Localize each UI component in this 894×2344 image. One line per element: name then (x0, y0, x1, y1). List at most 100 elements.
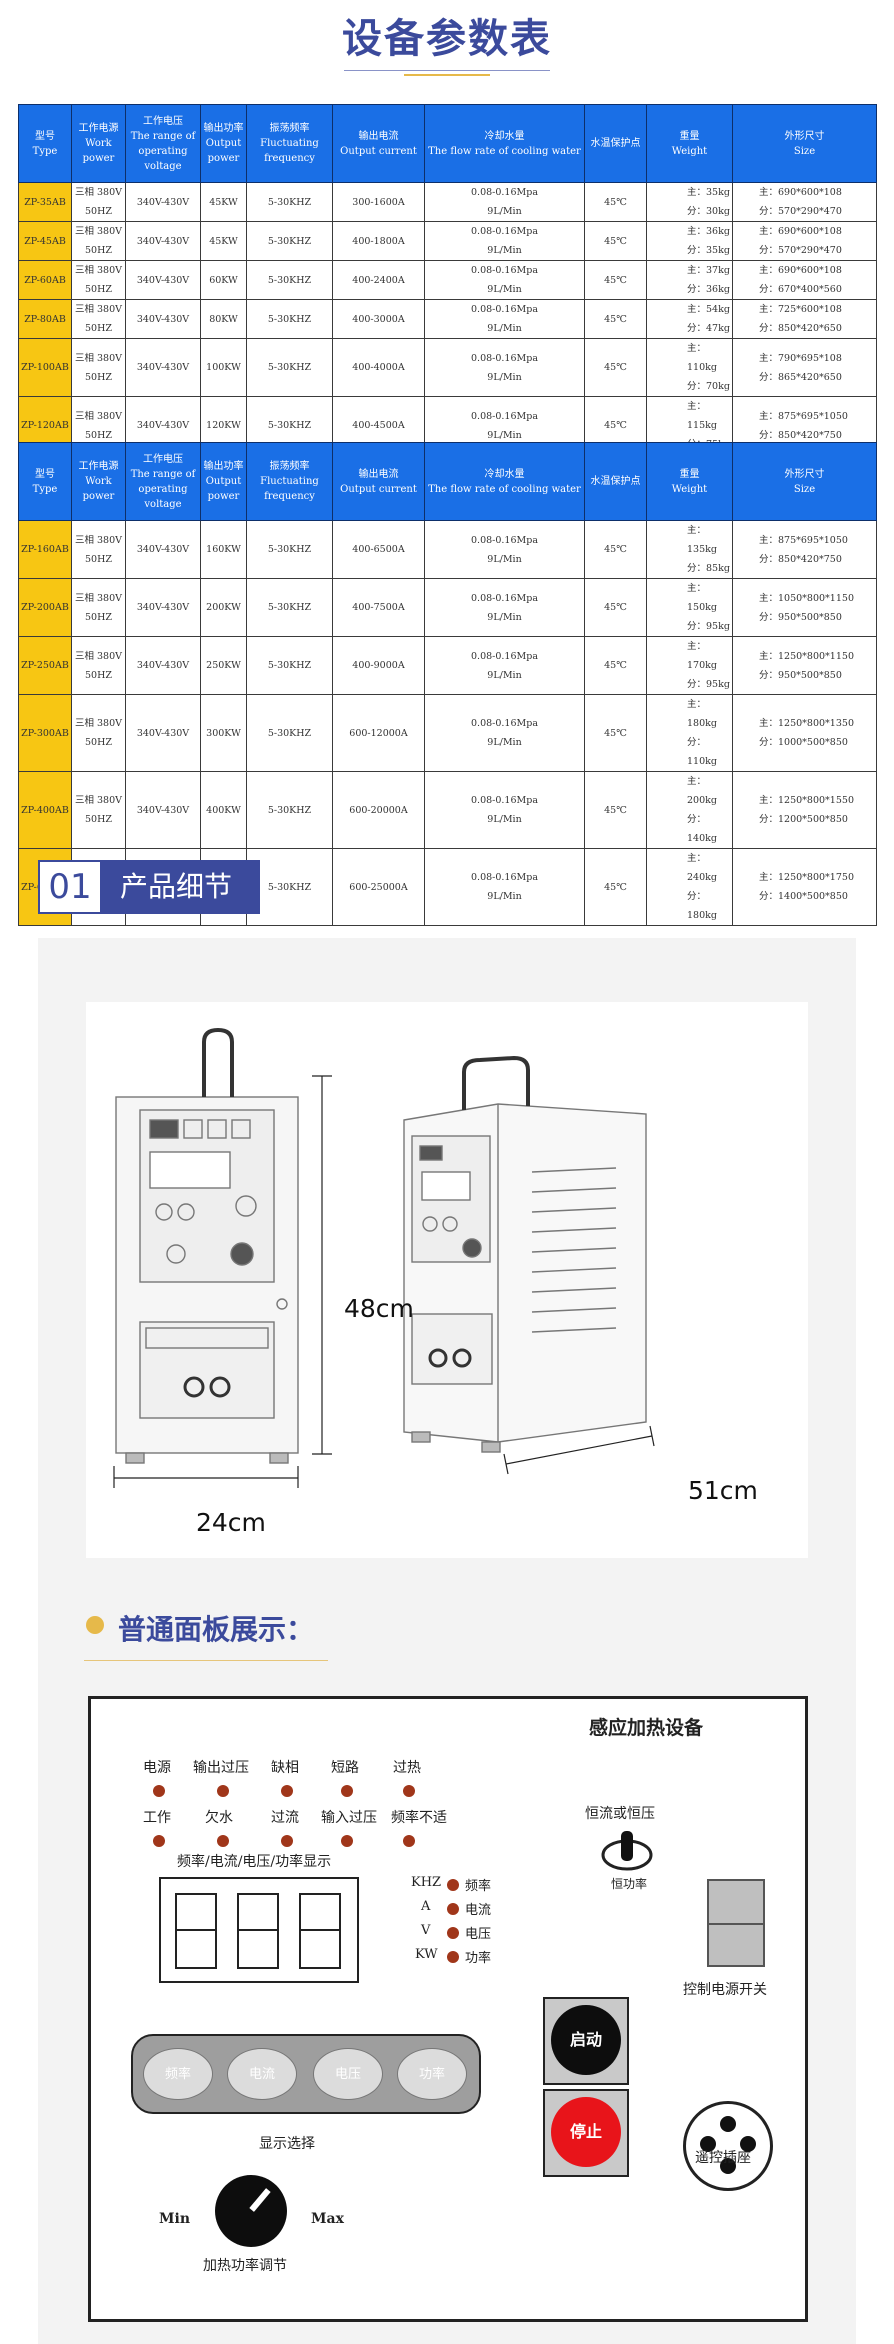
mode-knob-icon[interactable] (599, 1829, 659, 1873)
temp-cell: 45℃ (584, 578, 647, 637)
power-cell-line: 三相 380V (74, 187, 122, 198)
indicator-led (403, 1835, 415, 1847)
power-cell-line: 三相 380V (74, 650, 122, 662)
size-cell-line: 主：690*600*108 (759, 265, 842, 276)
model: ZP-80AB (18, 299, 72, 339)
header-line: power (207, 491, 240, 502)
header-line: voltage (144, 498, 182, 510)
power-cell-line: 三相 380V (74, 226, 122, 237)
weight-cell-line: 分：180kg (687, 891, 717, 921)
indicator-label: 过流 (271, 1810, 299, 1826)
size-cell-line: 主：690*600*108 (759, 187, 842, 198)
water-cell-line: 0.08-0.16Mpa (471, 187, 538, 198)
frequency-cell: 5-30KHZ (246, 636, 333, 695)
unit-label: V (421, 1923, 431, 1938)
stop-button-frame: 停止 (543, 2089, 629, 2177)
water-cell-line: 0.08-0.16Mpa (471, 592, 538, 604)
display-button-frequency[interactable]: 频率 (143, 2048, 213, 2100)
weight-cell-line: 分：95kg (687, 621, 730, 632)
header-line: power (207, 153, 240, 164)
power-cell: 三相 380V 50HZ (71, 260, 126, 300)
frequency-cell: 5-30KHZ (246, 182, 333, 222)
size-cell-line: 分：1000*500*850 (759, 737, 848, 748)
stop-button[interactable]: 停止 (551, 2097, 621, 2167)
size-cell-line: 主：690*600*108 (759, 226, 842, 237)
voltage-cell: 340V-430V (125, 338, 201, 397)
water-cell-line: 9L/Min (487, 245, 522, 256)
temp-cell: 45℃ (584, 221, 647, 261)
power-switch[interactable] (707, 1879, 765, 1967)
output-cell: 60KW (200, 260, 247, 300)
size-cell-line: 分：865*420*650 (759, 371, 842, 383)
output-cell: 200KW (200, 578, 247, 637)
unit-name: 频率 (465, 1879, 492, 1894)
current-cell: 600-25000A (332, 848, 425, 926)
panel-heading: 普通面板展示： (118, 1613, 315, 1646)
power-knob[interactable] (215, 2175, 287, 2247)
display-button-current[interactable]: 电流 (227, 2048, 297, 2100)
size-cell: 主：690*600*108 分：570*290*470 (732, 182, 877, 222)
unit-name: 电压 (465, 1927, 492, 1942)
socket-pin (700, 2136, 716, 2152)
output-cell: 250KW (200, 636, 247, 695)
socket-pin (740, 2136, 756, 2152)
unit-led (447, 1927, 459, 1939)
temp-cell: 45℃ (584, 848, 647, 926)
power-cell-line: 50HZ (85, 284, 112, 295)
weight-cell-line: 分：36kg (687, 284, 730, 295)
size-cell-line: 分：570*290*470 (759, 206, 842, 217)
voltage-cell: 340V-430V (125, 636, 201, 695)
frequency-cell: 5-30KHZ (246, 299, 333, 339)
size-cell-line: 分：1400*500*850 (759, 891, 848, 902)
header-line: 外形尺寸 (784, 468, 825, 480)
weight-cell-line: 主：54kg (687, 304, 730, 315)
size-cell-line: 主：1250*800*1550 (759, 795, 854, 806)
power-cell-line: 三相 380V (74, 265, 122, 276)
start-button[interactable]: 启动 (551, 2005, 621, 2075)
water-cell-line: 9L/Min (487, 669, 522, 681)
unit-label: KHZ (411, 1875, 442, 1890)
frequency-cell: 5-30KHZ (246, 771, 333, 849)
power-cell-line: 三相 380V (74, 534, 122, 546)
header-line: Fluctuating (260, 138, 319, 149)
weight-cell-line: 主：180kg (687, 699, 717, 729)
size-cell-line: 主：790*695*108 (759, 352, 842, 364)
header-line: Size (793, 145, 816, 157)
voltage-cell: 340V-430V (125, 771, 201, 849)
size-cell-line: 分：850*420*750 (759, 553, 842, 565)
output-cell: 300KW (200, 694, 247, 772)
size-cell-line: 主：725*600*108 (759, 304, 842, 315)
power-cell-line: 50HZ (85, 371, 112, 383)
display-button-power[interactable]: 功率 (397, 2048, 467, 2100)
bullet-icon (86, 1616, 104, 1634)
output-cell: 45KW (200, 221, 247, 261)
header-line: operating (138, 483, 188, 495)
power-cell-line: 三相 380V (74, 795, 122, 806)
heading-underline (84, 1660, 328, 1661)
indicator-label: 输出过压 (193, 1760, 249, 1776)
display-button-voltage[interactable]: 电压 (313, 2048, 383, 2100)
output-cell: 100KW (200, 338, 247, 397)
frequency-cell: 5-30KHZ (246, 848, 333, 926)
water-cell-line: 9L/Min (487, 814, 522, 825)
frequency-cell: 5-30KHZ (246, 694, 333, 772)
